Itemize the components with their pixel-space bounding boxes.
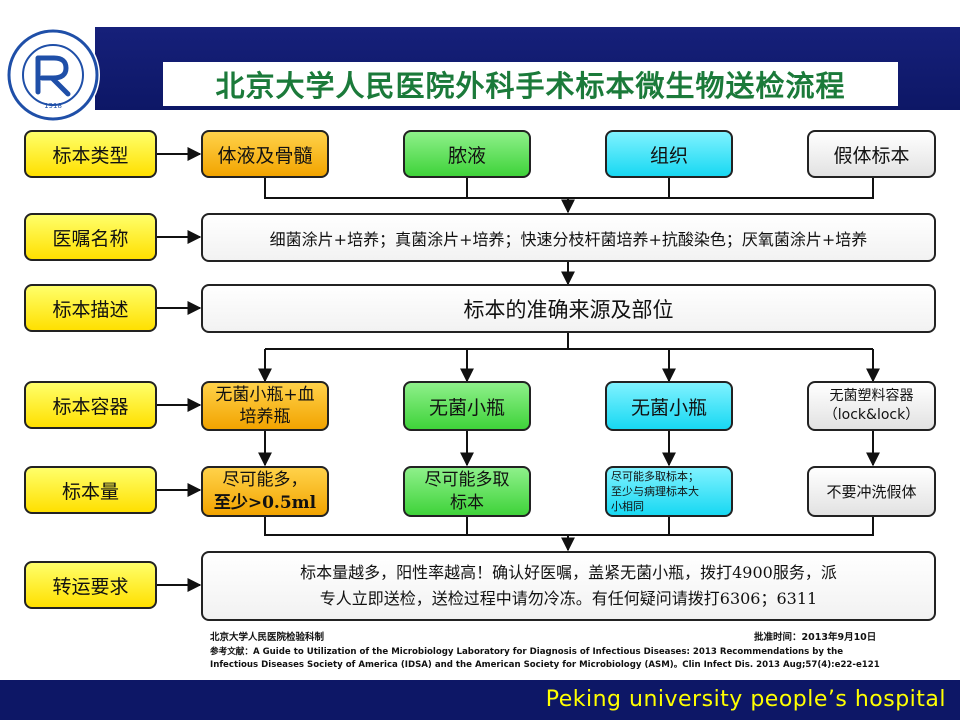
- footer-bar: Peking university people’s hospital: [0, 680, 960, 720]
- label-specimen-desc: 标本描述: [24, 284, 157, 332]
- container-pus: 无菌小瓶: [403, 381, 531, 431]
- volume-prosthesis: 不要冲洗假体: [807, 466, 936, 517]
- transport-box: 标本量越多，阳性率越高！确认好医嘱，盖紧无菌小瓶，拨打4900服务，派 专人立即…: [201, 551, 936, 621]
- type-body-fluid: 体液及骨髓: [201, 130, 329, 178]
- svg-text:1918: 1918: [44, 102, 62, 110]
- volume-line: 标本: [450, 492, 484, 513]
- type-prosthesis: 假体标本: [807, 130, 936, 178]
- container-line: 无菌塑料容器: [829, 388, 914, 404]
- approval-label: 批准时间：: [754, 632, 802, 643]
- logo-emblem-icon: 1918: [7, 29, 99, 121]
- order-name-box: 细菌涂片+培养；真菌涂片+培养；快速分枝杆菌培养+抗酸染色；厌氧菌涂片+培养: [201, 213, 936, 262]
- reference-note: 参考文献：A Guide to Utilization of the Micro…: [210, 646, 930, 672]
- volume-line: 至少与病理标本大: [611, 485, 699, 498]
- title-box: 北京大学人民医院外科手术标本微生物送检流程: [163, 62, 898, 106]
- merge-types: [264, 178, 874, 199]
- volume-body-fluid: 尽可能多， 至少>0.5ml: [201, 466, 329, 517]
- label-specimen-type: 标本类型: [24, 130, 157, 178]
- reference-line: A Guide to Utilization of the Microbiolo…: [252, 647, 844, 657]
- container-tissue: 无菌小瓶: [605, 381, 733, 431]
- container-line: 培养瓶: [239, 407, 291, 427]
- label-order-name: 医嘱名称: [24, 213, 157, 261]
- label-volume: 标本量: [24, 466, 157, 514]
- volume-line: 尽可能多取标本；: [611, 470, 699, 483]
- container-prosthesis: 无菌塑料容器 （lock&lock）: [807, 381, 936, 431]
- specimen-desc-box: 标本的准确来源及部位: [201, 284, 936, 333]
- type-tissue: 组织: [605, 130, 733, 178]
- label-container: 标本容器: [24, 381, 157, 429]
- volume-tissue: 尽可能多取标本； 至少与病理标本大 小相同: [605, 466, 733, 517]
- dept-note: 北京大学人民医院检验科制: [210, 632, 325, 643]
- transport-line: 标本量越多，阳性率越高！确认好医嘱，盖紧无菌小瓶，拨打4900服务，派: [300, 563, 837, 582]
- volume-pus: 尽可能多取 标本: [403, 466, 531, 517]
- type-pus: 脓液: [403, 130, 531, 178]
- label-transport: 转运要求: [24, 561, 157, 609]
- reference-line: Infectious Diseases Society of America (…: [210, 660, 880, 670]
- hospital-logo: 1918: [6, 28, 100, 122]
- volume-line: 尽可能多，: [222, 469, 308, 490]
- transport-line: 专人立即送检，送检过程中请勿冷冻。有任何疑问请拨打6306；6311: [319, 589, 818, 608]
- footer-hospital-name: Peking university people’s hospital: [545, 687, 946, 712]
- container-body-fluid: 无菌小瓶+血 培养瓶: [201, 381, 329, 431]
- volume-line: 小相同: [611, 500, 644, 513]
- container-line: 无菌小瓶+血: [215, 385, 315, 405]
- volume-line: 至少>0.5ml: [213, 492, 317, 513]
- volume-line: 尽可能多取: [424, 469, 510, 490]
- approval-date: 2013年9月10日: [801, 632, 877, 643]
- approval-note: 批准时间：2013年9月10日: [754, 631, 876, 644]
- reference-label: 参考文献：: [210, 647, 253, 657]
- container-line: （lock&lock）: [823, 407, 920, 423]
- merge-volume: [264, 517, 874, 536]
- page-title: 北京大学人民医院外科手术标本微生物送检流程: [215, 69, 846, 103]
